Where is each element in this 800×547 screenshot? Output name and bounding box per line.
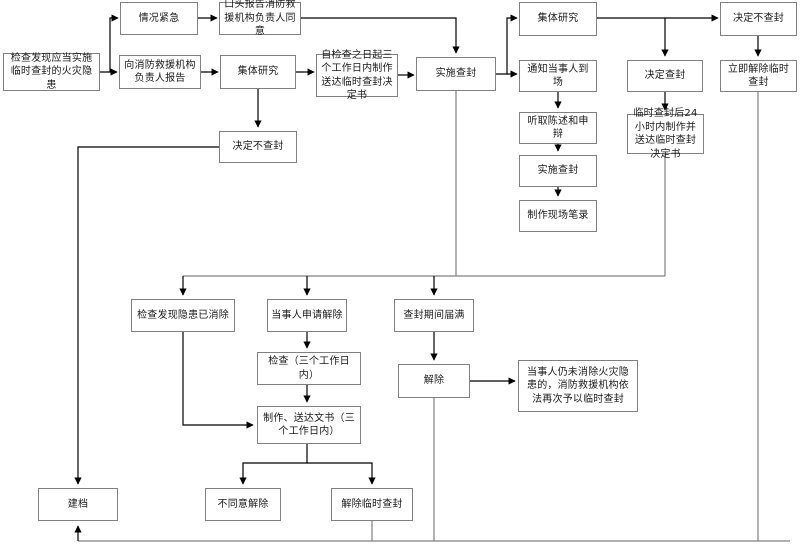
flow-node-n2[interactable]: 情况紧急	[120, 2, 198, 35]
flow-node-n15[interactable]: 决定查封	[627, 60, 703, 92]
flow-node-n13[interactable]: 制作现场笔录	[519, 200, 597, 232]
flow-node-n21[interactable]: 检查（三个工作日内）	[257, 352, 361, 385]
flow-node-n23[interactable]: 当事人仍未消除火灾隐患的，消防救援机构依法再次予以临时查封	[518, 360, 638, 412]
flow-node-label: 口头报告消防救援机构负责人同意	[224, 0, 296, 38]
flow-node-label: 实施查封	[435, 68, 477, 80]
flow-node-label: 当事人申请解除	[271, 309, 343, 321]
flow-node-label: 制作、送达文书（三个工作日内）	[263, 412, 355, 438]
flow-node-n5[interactable]: 集体研究	[220, 55, 296, 89]
flow-node-n22[interactable]: 解除	[398, 364, 470, 398]
flow-node-label: 集体研究	[537, 13, 579, 25]
flow-node-n26[interactable]: 不同意解除	[205, 488, 281, 521]
flow-node-label: 决定不查封	[733, 13, 784, 25]
flow-node-n16[interactable]: 立即解除临时查封	[720, 60, 797, 92]
flow-node-n27[interactable]: 解除临时查封	[331, 488, 413, 521]
flow-node-label: 决定不查封	[232, 141, 284, 153]
edge-oral-report-to-seal	[301, 17, 460, 54]
flow-node-n20[interactable]: 查封期间届满	[394, 299, 474, 332]
flow-node-label: 向消防救援机构负责人报告	[124, 59, 196, 85]
flow-node-n11[interactable]: 听取陈述和申辩	[519, 112, 597, 144]
flow-node-n6[interactable]: 自检查之日起三个工作日内制作送达临时查封决定书	[316, 50, 398, 101]
flow-node-label: 临时查封后24小时内制作并送达临时查封决定书	[633, 108, 698, 160]
flow-node-label: 检查（三个工作日内）	[268, 356, 350, 381]
flow-node-n8[interactable]: 决定不查封	[219, 131, 297, 163]
flow-node-label: 决定查封	[644, 70, 686, 82]
edge-no-seal-to-archive	[74, 146, 219, 485]
flow-node-label: 立即解除临时查封	[727, 63, 790, 89]
flow-node-n10[interactable]: 通知当事人到场	[519, 60, 597, 92]
flow-node-label: 情况紧急	[138, 12, 180, 24]
flow-node-label: 集体研究	[237, 66, 279, 78]
flow-node-label: 不同意解除	[217, 498, 269, 510]
flow-node-n14[interactable]: 决定不查封	[720, 2, 797, 36]
flow-node-n19[interactable]: 当事人申请解除	[267, 299, 347, 332]
flow-node-label: 当事人仍未消除火灾隐患的，消防救援机构依法再次予以临时查封	[527, 366, 629, 405]
flow-node-label: 查封期间届满	[403, 309, 465, 321]
flow-node-label: 制作现场笔录	[527, 210, 589, 222]
flow-node-label: 自检查之日起三个工作日内制作送达临时查封决定书	[321, 49, 393, 102]
flow-node-label: 检查发现应当实施临时查封的火灾隐患	[10, 52, 93, 91]
flow-node-n12[interactable]: 实施查封	[519, 155, 597, 187]
edge-seal-to-collective-study2	[496, 14, 518, 75]
edge-hazard-cleared-to-documents	[182, 332, 254, 429]
flow-node-label: 通知当事人到场	[527, 63, 589, 89]
flow-node-n17[interactable]: 临时查封后24小时内制作并送达临时查封决定书	[627, 108, 704, 160]
flow-node-label: 实施查封	[537, 165, 579, 177]
flow-node-label: 听取陈述和申辩	[527, 115, 589, 141]
flow-node-label: 解除	[423, 375, 445, 387]
flow-node-n18[interactable]: 检查发现隐患已消除	[131, 299, 235, 332]
flow-node-n1[interactable]: 检查发现应当实施临时查封的火灾隐患	[3, 53, 100, 91]
flow-node-n3[interactable]: 口头报告消防救援机构负责人同意	[219, 0, 301, 37]
flow-node-n25[interactable]: 建档	[38, 488, 118, 521]
edge-documents-down	[239, 444, 308, 485]
flow-node-label: 建档	[67, 498, 89, 510]
flow-node-label: 检查发现隐患已消除	[137, 309, 229, 321]
flow-node-label: 解除临时查封	[341, 498, 403, 510]
flow-node-n24[interactable]: 制作、送达文书（三个工作日内）	[257, 406, 361, 444]
flow-node-n9[interactable]: 集体研究	[519, 2, 597, 36]
flow-node-n7[interactable]: 实施查封	[416, 57, 496, 91]
edge-documents-to-release-seal	[307, 462, 376, 485]
flow-node-n4[interactable]: 向消防救援机构负责人报告	[119, 55, 201, 89]
edge-hazard-to-urgent	[100, 14, 119, 73]
